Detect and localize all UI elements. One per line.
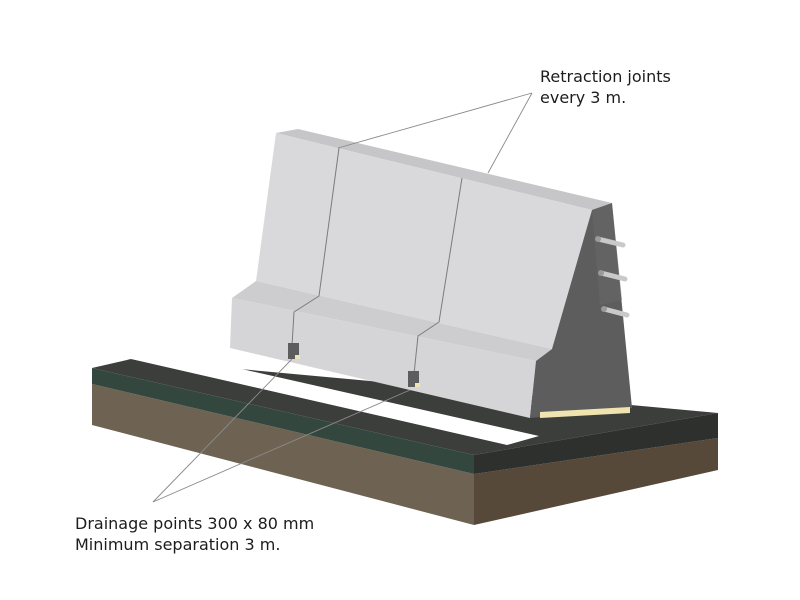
retraction-joints-label-line1: Retraction joints	[540, 67, 671, 86]
retraction-joint-1	[291, 147, 340, 347]
drainage-points-label-line1: Drainage points 300 x 80 mm	[75, 514, 315, 533]
drain-opening-icon	[408, 371, 419, 387]
barrier-base-face	[230, 298, 536, 418]
leader-line-joint-2	[487, 92, 533, 174]
leader-line-joint-1	[337, 92, 533, 149]
soil-front-face	[92, 384, 474, 525]
barrier-top-edge	[276, 129, 612, 210]
leader-line-drain-1	[152, 358, 293, 503]
asphalt-front-edge	[92, 368, 474, 474]
concrete-barrier	[230, 129, 632, 418]
anchor-bar-icon	[601, 306, 630, 318]
retraction-joints-callout: Retraction joints every 3 m.	[540, 66, 671, 108]
drainage-points-label-line2: Minimum separation 3 m.	[75, 535, 281, 554]
barrier-base-strip	[540, 407, 630, 418]
road-marking	[131, 351, 539, 445]
drainage-points-callout: Drainage points 300 x 80 mm Minimum sepa…	[75, 513, 314, 555]
drain-opening-icon	[288, 343, 299, 359]
leader-lines	[152, 92, 533, 503]
barrier-upper-face	[256, 133, 592, 349]
asphalt-side-edge	[474, 413, 718, 474]
drain-strip	[415, 383, 420, 387]
barrier-end-shadow	[592, 203, 622, 305]
anchor-bar-icon	[598, 270, 628, 282]
retraction-joint-2	[413, 177, 463, 375]
drain-strip	[295, 355, 300, 359]
leader-line-drain-2	[152, 389, 411, 503]
ground-slab	[92, 351, 718, 525]
anchor-bar-icon	[595, 236, 626, 248]
retraction-joints-label-line2: every 3 m.	[540, 88, 627, 107]
soil-side-face	[474, 438, 718, 525]
